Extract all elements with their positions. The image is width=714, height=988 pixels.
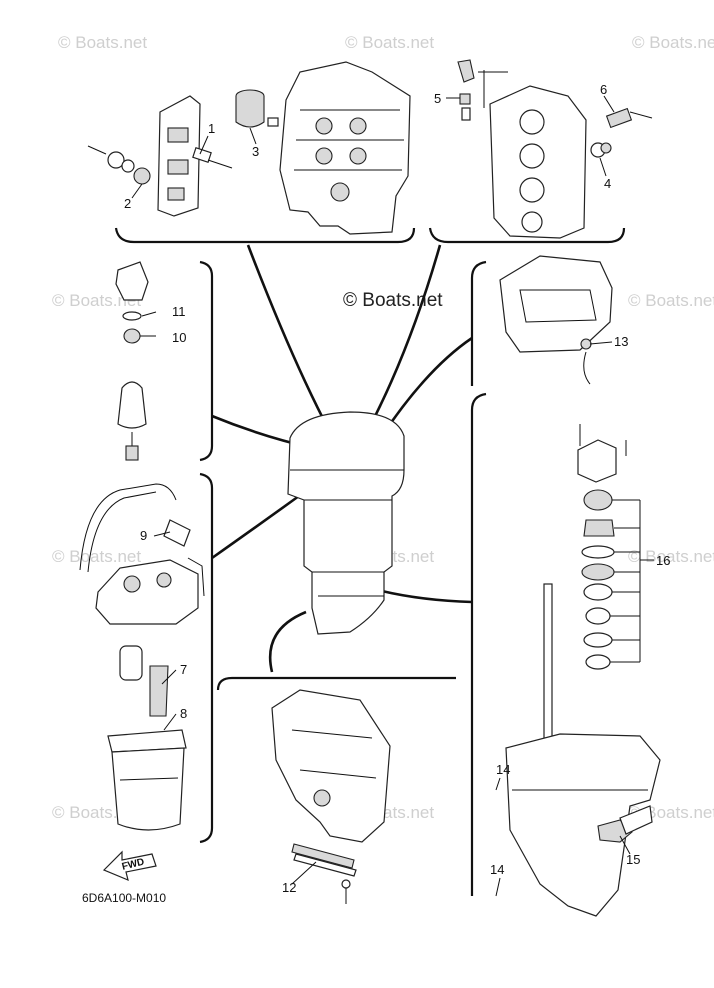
oil-filter-group — [235, 89, 279, 128]
fwd-arrow: FWD — [102, 850, 157, 882]
callouts: 1 2 3 4 5 6 7 8 9 10 11 12 13 14 14 15 1… — [124, 82, 670, 895]
fuel-filter-group — [115, 261, 149, 461]
callout-3: 3 — [252, 144, 259, 159]
callout-10: 10 — [172, 330, 186, 345]
callout-14-upper: 14 — [496, 762, 510, 777]
lower-unit-group — [505, 583, 661, 917]
watermark-text: © Boats.net — [628, 291, 714, 310]
callout-14-lower: 14 — [490, 862, 504, 877]
callout-16: 16 — [656, 553, 670, 568]
leader-lines — [131, 95, 654, 897]
bracket-assembly — [271, 689, 391, 904]
callout-7: 7 — [180, 662, 187, 677]
thermostat-group — [87, 95, 233, 217]
watermark-text: © Boats.net — [628, 547, 714, 566]
watermark-text: © Boats.net — [58, 33, 147, 52]
center-watermark: © Boats.net — [343, 290, 443, 311]
water-pump-group — [577, 424, 641, 670]
watermark-text: © Boats.net — [52, 291, 141, 310]
callout-2: 2 — [124, 196, 131, 211]
callout-5: 5 — [434, 91, 441, 106]
callout-1: 1 — [208, 121, 215, 136]
watermark-text: © Boats.net — [345, 33, 434, 52]
callout-13: 13 — [614, 334, 628, 349]
callout-12: 12 — [282, 880, 296, 895]
fwd-label: FWD — [121, 857, 146, 873]
callout-8: 8 — [180, 706, 187, 721]
callout-15: 15 — [626, 852, 640, 867]
callout-11: 11 — [172, 304, 186, 319]
engine-block — [279, 61, 411, 235]
callout-6: 6 — [600, 82, 607, 97]
callout-4: 4 — [604, 176, 611, 191]
outboard-motor-outline — [287, 411, 405, 635]
oil-pan-group — [499, 255, 613, 385]
diagram-code: 6D6A100-M010 — [82, 891, 166, 905]
cylinder-head-group — [457, 59, 653, 239]
fuel-pump-group — [79, 483, 205, 831]
watermark-text: © Boats.net — [52, 547, 141, 566]
callout-9: 9 — [140, 528, 147, 543]
group-brackets — [114, 227, 626, 896]
watermark-text: © Boats.net — [632, 33, 714, 52]
